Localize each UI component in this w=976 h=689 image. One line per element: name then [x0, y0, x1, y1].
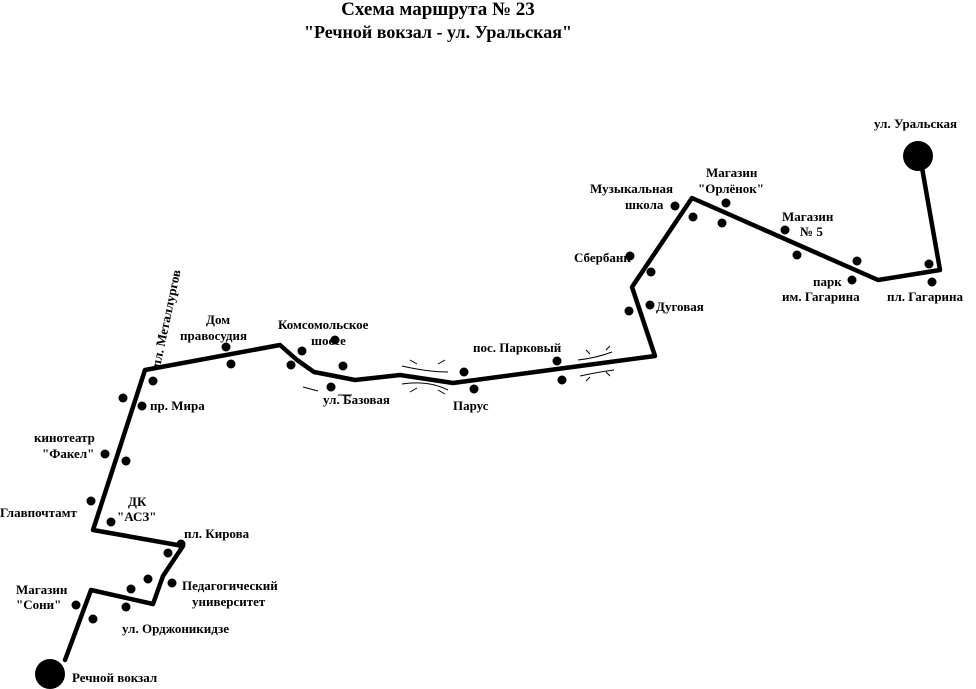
label-komsomolskoe: Комсомольское	[278, 317, 369, 332]
label-post-office: Главпочтамт	[0, 505, 78, 520]
label-orlyonok: "Орлёнок"	[698, 181, 764, 196]
label-bazovaya: ул. Базовая	[323, 392, 390, 407]
label-fakel: кинотеатр	[34, 430, 95, 445]
stop-marker	[163, 548, 173, 558]
label-fakel: "Факел"	[42, 446, 94, 461]
label-metallurgov: пл. Металлургов	[148, 268, 183, 368]
label-parkovy: пос. Парковый	[473, 340, 562, 355]
stop-marker	[624, 306, 634, 316]
stop-marker	[625, 251, 635, 261]
stop-marker	[459, 367, 469, 377]
stop-marker	[137, 401, 147, 411]
stop-marker	[717, 218, 727, 228]
stop-marker	[71, 600, 81, 610]
label-shop-5: Магазин	[782, 209, 834, 224]
map-title: Схема маршрута № 23	[341, 0, 535, 20]
label-kirova: пл. Кирова	[184, 526, 250, 541]
stop-marker	[469, 384, 479, 394]
label-komsomolskoe: шоссе	[311, 333, 346, 348]
stop-marker	[326, 382, 336, 392]
label-sberbank: Сбербанк	[574, 250, 631, 265]
stop-marker	[338, 361, 348, 371]
stop-marker	[847, 275, 857, 285]
label-dk-asz: ДК	[128, 494, 147, 509]
stop-marker	[176, 539, 186, 549]
label-gagarin-square: пл. Гагарина	[887, 289, 964, 304]
label-river-station: Речной вокзал	[72, 670, 157, 685]
label-mira: пр. Мира	[150, 398, 205, 413]
label-justice: правосудия	[180, 328, 247, 343]
stop-marker	[221, 342, 231, 352]
stop-marker	[670, 201, 680, 211]
label-dugovaya: Дуговая	[656, 299, 704, 314]
stop-marker	[121, 456, 131, 466]
stop-marker	[927, 277, 937, 287]
stop-marker	[721, 198, 731, 208]
stop-marker	[552, 356, 562, 366]
stop-marker	[792, 250, 802, 260]
map-subtitle: "Речной вокзал - ул. Уральская"	[304, 22, 572, 42]
stop-marker	[780, 225, 790, 235]
label-gagarin-park: парк	[813, 274, 842, 289]
stops	[71, 198, 937, 624]
stop-marker	[121, 602, 131, 612]
label-ural-street: ул. Уральская	[874, 116, 957, 131]
stop-marker	[100, 449, 110, 459]
label-justice: Дом	[206, 312, 230, 327]
label-sony: Магазин	[16, 582, 68, 597]
stop-labels: ул. Уральская пл. Гагарина парк им. Гага…	[0, 116, 964, 685]
label-sony: "Сони"	[16, 597, 61, 612]
label-shop-5: № 5	[800, 224, 823, 239]
label-pedagog: университет	[192, 594, 266, 609]
stop-marker	[106, 517, 116, 527]
stop-marker	[286, 360, 296, 370]
stop-marker	[924, 259, 934, 269]
route-line	[62, 159, 943, 663]
stop-marker	[143, 574, 153, 584]
stop-marker	[126, 584, 136, 594]
label-ordzhonikidze: ул. Орджоникидзе	[122, 621, 229, 636]
stop-marker	[167, 578, 177, 588]
label-dk-asz: "АСЗ"	[117, 509, 156, 524]
label-orlyonok: Магазин	[706, 165, 758, 180]
label-parus: Парус	[453, 398, 489, 413]
stop-marker	[88, 614, 98, 624]
label-pedagog: Педагогический	[182, 578, 278, 593]
stop-marker	[226, 359, 236, 369]
stop-marker	[645, 300, 655, 310]
stop-marker	[688, 212, 698, 222]
terminal-ural-street	[903, 141, 933, 171]
stop-marker	[148, 376, 158, 386]
terminal-river-station	[35, 659, 65, 689]
stop-marker	[646, 267, 656, 277]
label-music-school: Музыкальная	[590, 181, 673, 196]
stop-marker	[86, 496, 96, 506]
stop-marker	[852, 256, 862, 266]
stop-marker	[557, 375, 567, 385]
stop-marker	[118, 393, 128, 403]
stop-marker	[297, 346, 307, 356]
stop-marker	[330, 335, 340, 345]
bridge-marks	[302, 345, 615, 396]
label-gagarin-park: им. Гагарина	[782, 289, 860, 304]
label-music-school: школа	[625, 197, 664, 212]
